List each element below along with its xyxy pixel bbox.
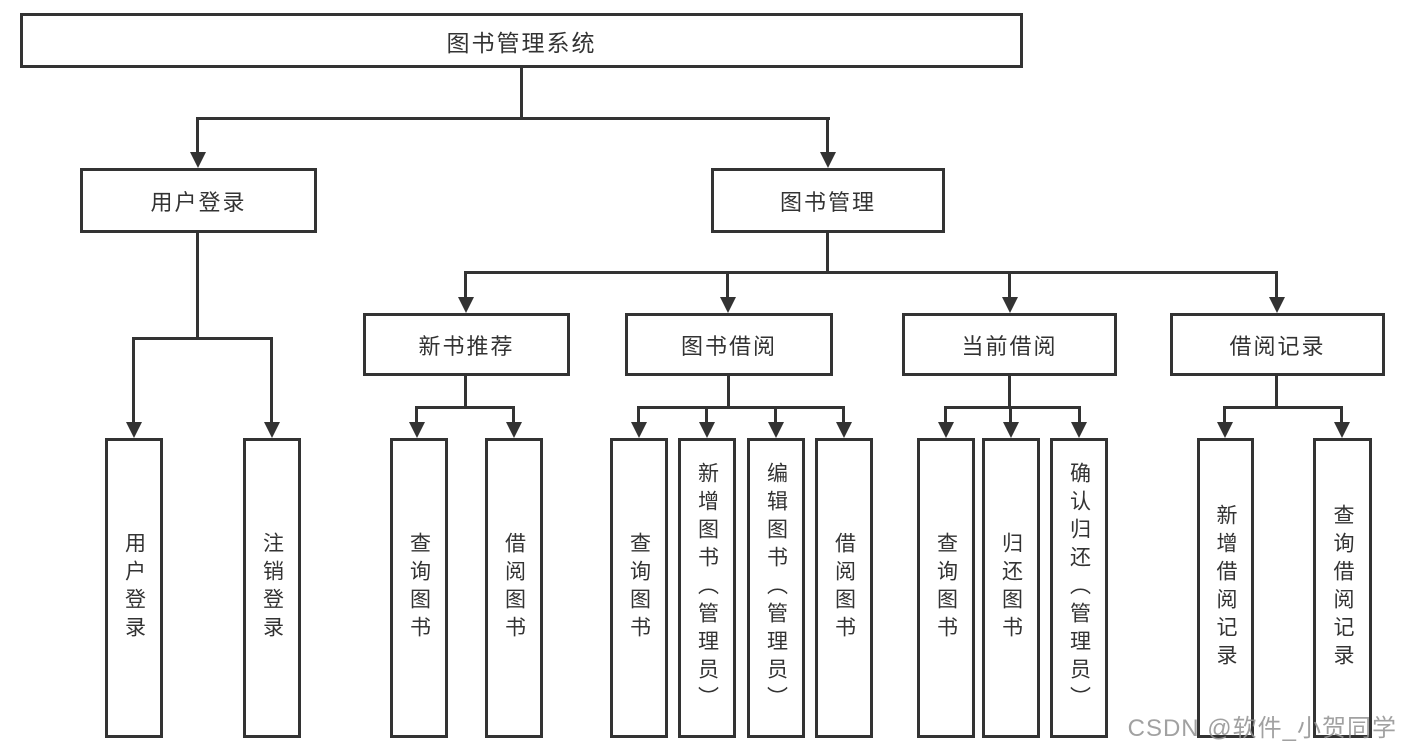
node-logout-leaf: 注销登录 — [243, 438, 301, 738]
arrow-down-icon — [836, 422, 852, 438]
node-borrowing-records: 借阅记录 — [1170, 313, 1385, 376]
arrow-down-icon — [458, 297, 474, 313]
arrow-down-icon — [820, 152, 836, 168]
connector-line — [464, 376, 467, 406]
node-rec-query-book: 查询图书 — [390, 438, 448, 738]
connector-line — [464, 271, 1278, 274]
connector-line — [415, 406, 418, 424]
connector-line — [415, 406, 515, 409]
connector-line — [1009, 406, 1012, 424]
connector-line — [774, 406, 777, 424]
connector-line — [1275, 271, 1278, 299]
connector-line — [637, 406, 845, 409]
arrow-down-icon — [1334, 422, 1350, 438]
node-borrowing-records-label: 借阅记录 — [1229, 333, 1326, 359]
node-br-query-record: 查询借阅记录 — [1313, 438, 1372, 738]
connector-line — [464, 271, 467, 299]
connector-line — [512, 406, 515, 424]
node-rec-borrow-book-label: 借阅图书 — [502, 532, 526, 644]
node-library-system-label: 图书管理系统 — [446, 29, 597, 56]
connector-line — [132, 337, 135, 424]
connector-line — [637, 406, 640, 424]
node-bb-add-book: 新增图书（管理员） — [678, 438, 736, 738]
node-cb-return-book-label: 归还图书 — [999, 532, 1023, 644]
node-user-login-leaf: 用户登录 — [105, 438, 163, 738]
arrow-down-icon — [409, 422, 425, 438]
node-bb-borrow-book: 借阅图书 — [815, 438, 873, 738]
connector-line — [1078, 406, 1081, 424]
node-br-add-record: 新增借阅记录 — [1197, 438, 1254, 738]
connector-line — [1223, 406, 1226, 424]
csdn-watermark: CSDN @软件_小贺同学 — [1127, 715, 1397, 742]
connector-line — [826, 117, 829, 154]
connector-line — [1008, 376, 1011, 406]
node-bb-query-book-label: 查询图书 — [627, 532, 651, 644]
node-cb-confirm-return: 确认归还（管理员） — [1050, 438, 1108, 738]
node-user-login-leaf-label: 用户登录 — [122, 532, 146, 644]
connector-line — [196, 233, 199, 337]
connector-line — [196, 117, 830, 120]
connector-line — [944, 406, 947, 424]
arrow-down-icon — [768, 422, 784, 438]
node-br-add-record-label: 新增借阅记录 — [1214, 504, 1237, 672]
connector-line — [727, 376, 730, 406]
connector-line — [196, 117, 199, 154]
node-user-login: 用户登录 — [80, 168, 317, 233]
arrow-down-icon — [1071, 422, 1087, 438]
node-bb-query-book: 查询图书 — [610, 438, 668, 738]
connector-line — [726, 271, 729, 299]
connector-line — [270, 337, 273, 424]
arrow-down-icon — [631, 422, 647, 438]
node-cb-query-book-label: 查询图书 — [934, 532, 958, 644]
node-bb-edit-book: 编辑图书（管理员） — [747, 438, 805, 738]
arrow-down-icon — [506, 422, 522, 438]
connector-line — [1340, 406, 1343, 424]
connector-line — [826, 233, 829, 271]
node-br-query-record-label: 查询借阅记录 — [1331, 504, 1354, 672]
node-cb-confirm-return-label: 确认归还（管理员） — [1067, 462, 1091, 714]
arrow-down-icon — [938, 422, 954, 438]
arrow-down-icon — [699, 422, 715, 438]
arrow-down-icon — [1217, 422, 1233, 438]
node-bb-edit-book-label: 编辑图书（管理员） — [764, 462, 788, 714]
connector-line — [132, 337, 273, 340]
node-book-management: 图书管理 — [711, 168, 945, 233]
connector-line — [1275, 376, 1278, 406]
node-rec-borrow-book: 借阅图书 — [485, 438, 543, 738]
node-library-system: 图书管理系统 — [20, 13, 1023, 68]
node-new-book-recommend: 新书推荐 — [363, 313, 570, 376]
arrow-down-icon — [190, 152, 206, 168]
arrow-down-icon — [1003, 422, 1019, 438]
arrow-down-icon — [1269, 297, 1285, 313]
connector-line — [1223, 406, 1343, 409]
arrow-down-icon — [1002, 297, 1018, 313]
node-book-borrowing-label: 图书借阅 — [680, 333, 777, 359]
node-current-borrowing-label: 当前借阅 — [961, 333, 1058, 359]
connector-line — [705, 406, 708, 424]
node-current-borrowing: 当前借阅 — [902, 313, 1117, 376]
arrow-down-icon — [264, 422, 280, 438]
node-cb-query-book: 查询图书 — [917, 438, 975, 738]
node-user-login-label: 用户登录 — [150, 189, 247, 215]
node-bb-add-book-label: 新增图书（管理员） — [695, 462, 719, 714]
connector-line — [944, 406, 1081, 409]
node-book-management-label: 图书管理 — [779, 189, 876, 215]
node-book-borrowing: 图书借阅 — [625, 313, 833, 376]
arrow-down-icon — [126, 422, 142, 438]
node-cb-return-book: 归还图书 — [982, 438, 1040, 738]
node-new-book-recommend-label: 新书推荐 — [418, 333, 515, 359]
node-logout-leaf-label: 注销登录 — [260, 532, 284, 644]
connector-line — [520, 68, 523, 117]
arrow-down-icon — [720, 297, 736, 313]
node-bb-borrow-book-label: 借阅图书 — [832, 532, 856, 644]
node-rec-query-book-label: 查询图书 — [407, 532, 431, 644]
connector-line — [842, 406, 845, 424]
connector-line — [1008, 271, 1011, 299]
